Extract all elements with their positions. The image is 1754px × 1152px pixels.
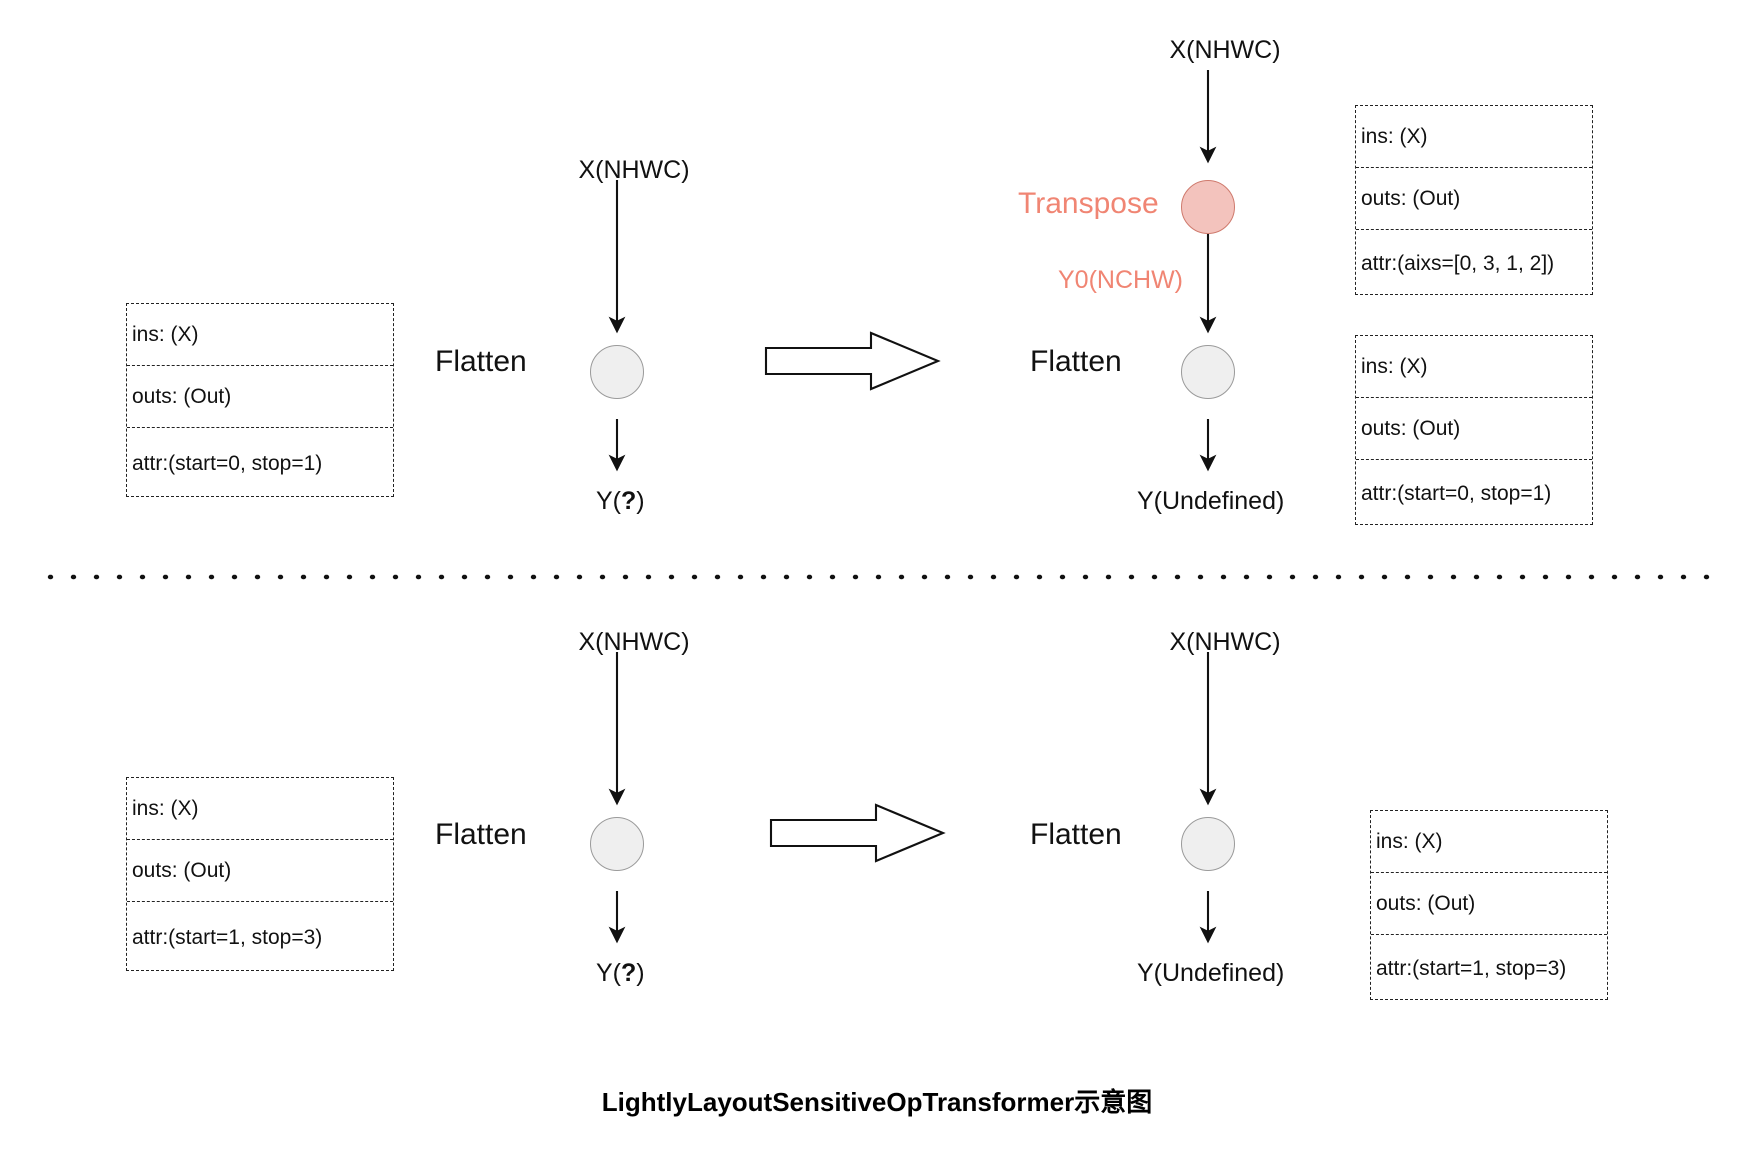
attr-box-bottom-after-flatten: ins: (X) outs: (Out) attr:(start=1, stop… <box>1370 810 1608 1000</box>
attr-row-outs: outs: (Out) <box>1371 873 1607 935</box>
node-flatten-top-after[interactable] <box>1181 345 1235 399</box>
output-label-top-after: Y(Undefined) <box>1137 489 1284 514</box>
output-label-suffix: ) <box>1275 959 1285 987</box>
op-label-transpose: Transpose <box>1018 187 1159 220</box>
output-label-suffix: ) <box>636 959 645 987</box>
output-label-value: ? <box>621 959 637 987</box>
attr-row-outs: outs: (Out) <box>1356 168 1592 230</box>
attr-row-attr: attr:(start=1, stop=3) <box>132 925 323 949</box>
output-label-value: ? <box>621 487 637 515</box>
input-label-top-after: X(NHWC) <box>1169 36 1281 64</box>
attr-row-outs: outs: (Out) <box>127 840 393 902</box>
output-label-prefix: Y( <box>596 487 621 515</box>
attr-row-ins: ins: (X) <box>1371 811 1607 873</box>
output-label-suffix: ) <box>636 487 645 515</box>
attr-row-ins: ins: (X) <box>127 304 393 366</box>
node-flatten-bottom-before[interactable] <box>590 817 644 871</box>
output-label-bottom-after: Y(Undefined) <box>1137 961 1284 986</box>
output-label-value: Undefined <box>1162 487 1276 515</box>
output-label-suffix: ) <box>1275 487 1285 515</box>
attr-box-transpose: ins: (X) outs: (Out) attr:(aixs=[0, 3, 1… <box>1355 105 1593 295</box>
output-label-top-before: Y(?) <box>596 489 645 514</box>
node-transpose[interactable] <box>1181 180 1235 234</box>
op-label-flatten-bottom-before: Flatten <box>435 818 527 851</box>
attr-row-attr: attr:(aixs=[0, 3, 1, 2]) <box>1361 251 1555 275</box>
output-label-prefix: Y( <box>596 959 621 987</box>
attr-row-attr: attr:(start=0, stop=1) <box>132 451 323 475</box>
attr-row-ins: ins: (X) <box>1356 336 1592 398</box>
attr-box-top-before: ins: (X) outs: (Out) attr:(start=0, stop… <box>126 303 394 497</box>
attr-row-attr: attr:(start=1, stop=3) <box>1376 956 1567 980</box>
attr-row-outs: outs: (Out) <box>127 366 393 428</box>
diagram-caption: LightlyLayoutSensitiveOpTransformer示意图 <box>601 1087 1153 1117</box>
output-label-value: Undefined <box>1162 959 1276 987</box>
input-label-top-before: X(NHWC) <box>578 156 690 184</box>
attr-row-ins: ins: (X) <box>1356 106 1592 168</box>
intermediate-label-y0: Y0(NCHW) <box>1058 266 1183 294</box>
node-flatten-bottom-after[interactable] <box>1181 817 1235 871</box>
input-label-bottom-before: X(NHWC) <box>578 628 690 656</box>
attr-row-attr: attr:(start=0, stop=1) <box>1361 481 1552 505</box>
output-label-prefix: Y( <box>1137 487 1162 515</box>
attr-row-outs: outs: (Out) <box>1356 398 1592 460</box>
input-label-bottom-after: X(NHWC) <box>1169 628 1281 656</box>
attr-box-top-after-flatten: ins: (X) outs: (Out) attr:(start=0, stop… <box>1355 335 1593 525</box>
output-label-bottom-before: Y(?) <box>596 961 645 986</box>
op-label-flatten-top-after: Flatten <box>1030 345 1122 378</box>
attr-row-ins: ins: (X) <box>127 778 393 840</box>
node-flatten-top-before[interactable] <box>590 345 644 399</box>
op-label-flatten-bottom-after: Flatten <box>1030 818 1122 851</box>
op-label-flatten-top-before: Flatten <box>435 345 527 378</box>
output-label-prefix: Y( <box>1137 959 1162 987</box>
attr-box-bottom-before: ins: (X) outs: (Out) attr:(start=1, stop… <box>126 777 394 971</box>
